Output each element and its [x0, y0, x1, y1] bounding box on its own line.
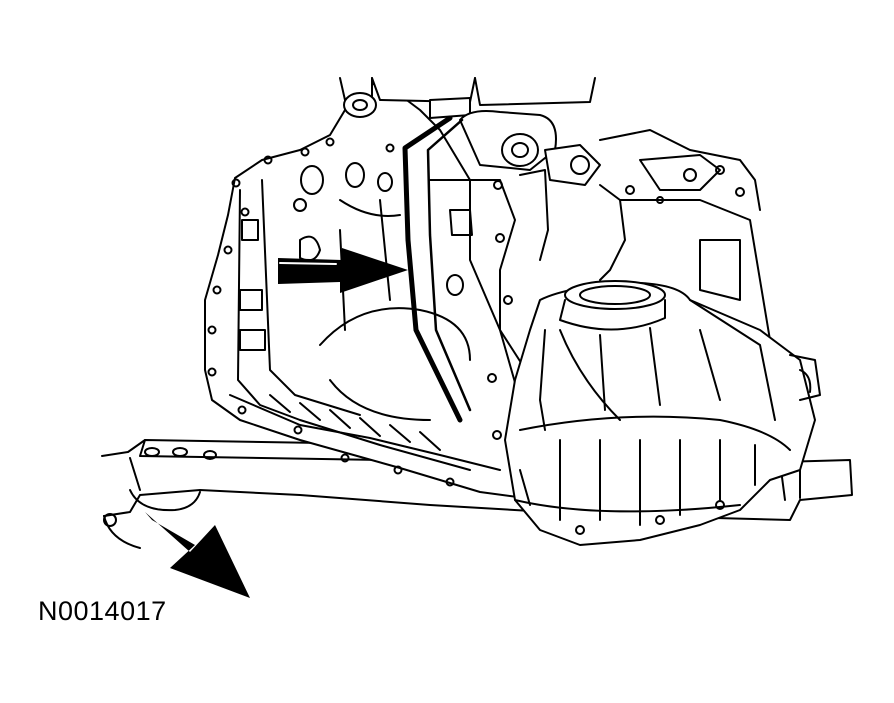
top-components [339, 77, 771, 341]
transmission-case [204, 79, 561, 501]
figure-reference-code: N0014017 [38, 596, 167, 626]
case-gasket [402, 115, 472, 423]
arrow-icon [145, 512, 250, 598]
arrow-icon [278, 248, 408, 293]
bell-housing [504, 239, 821, 546]
